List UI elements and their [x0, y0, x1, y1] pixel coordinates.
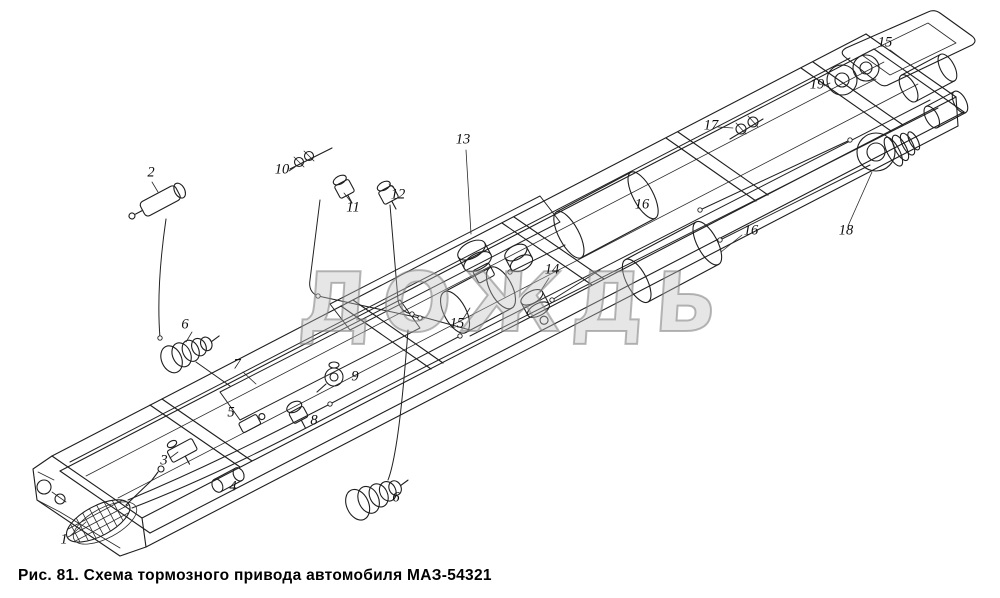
figure-caption: Рис. 81. Схема тормозного привода автомо…	[18, 567, 492, 584]
brake-chamber-19	[826, 54, 880, 96]
valve-14	[520, 289, 550, 325]
valve-cluster-10	[289, 147, 333, 170]
air-horn-bottom	[345, 479, 409, 521]
leader-lines	[69, 49, 907, 537]
brake-pedal	[63, 496, 138, 547]
valve-8	[286, 400, 309, 429]
front-valve	[128, 182, 187, 220]
valve-11	[332, 174, 355, 204]
receiver-16b	[621, 220, 723, 304]
rear-cylinder-15	[898, 53, 958, 103]
valve-cluster-17	[729, 115, 764, 140]
valve-9	[316, 361, 344, 393]
chassis-frame	[32, 10, 976, 557]
receiver-16a	[553, 171, 659, 259]
valve-4	[211, 467, 245, 493]
valve-12	[376, 180, 399, 210]
brake-valve-assembly	[457, 239, 534, 284]
valve-3	[166, 438, 198, 465]
receiver-15	[439, 266, 517, 334]
rear-cylinder-small	[923, 90, 969, 129]
pneumatic-lines	[69, 57, 939, 509]
valve-5	[238, 412, 266, 433]
spring-brake-chamber-18	[856, 131, 921, 172]
air-horn-left	[160, 335, 220, 374]
